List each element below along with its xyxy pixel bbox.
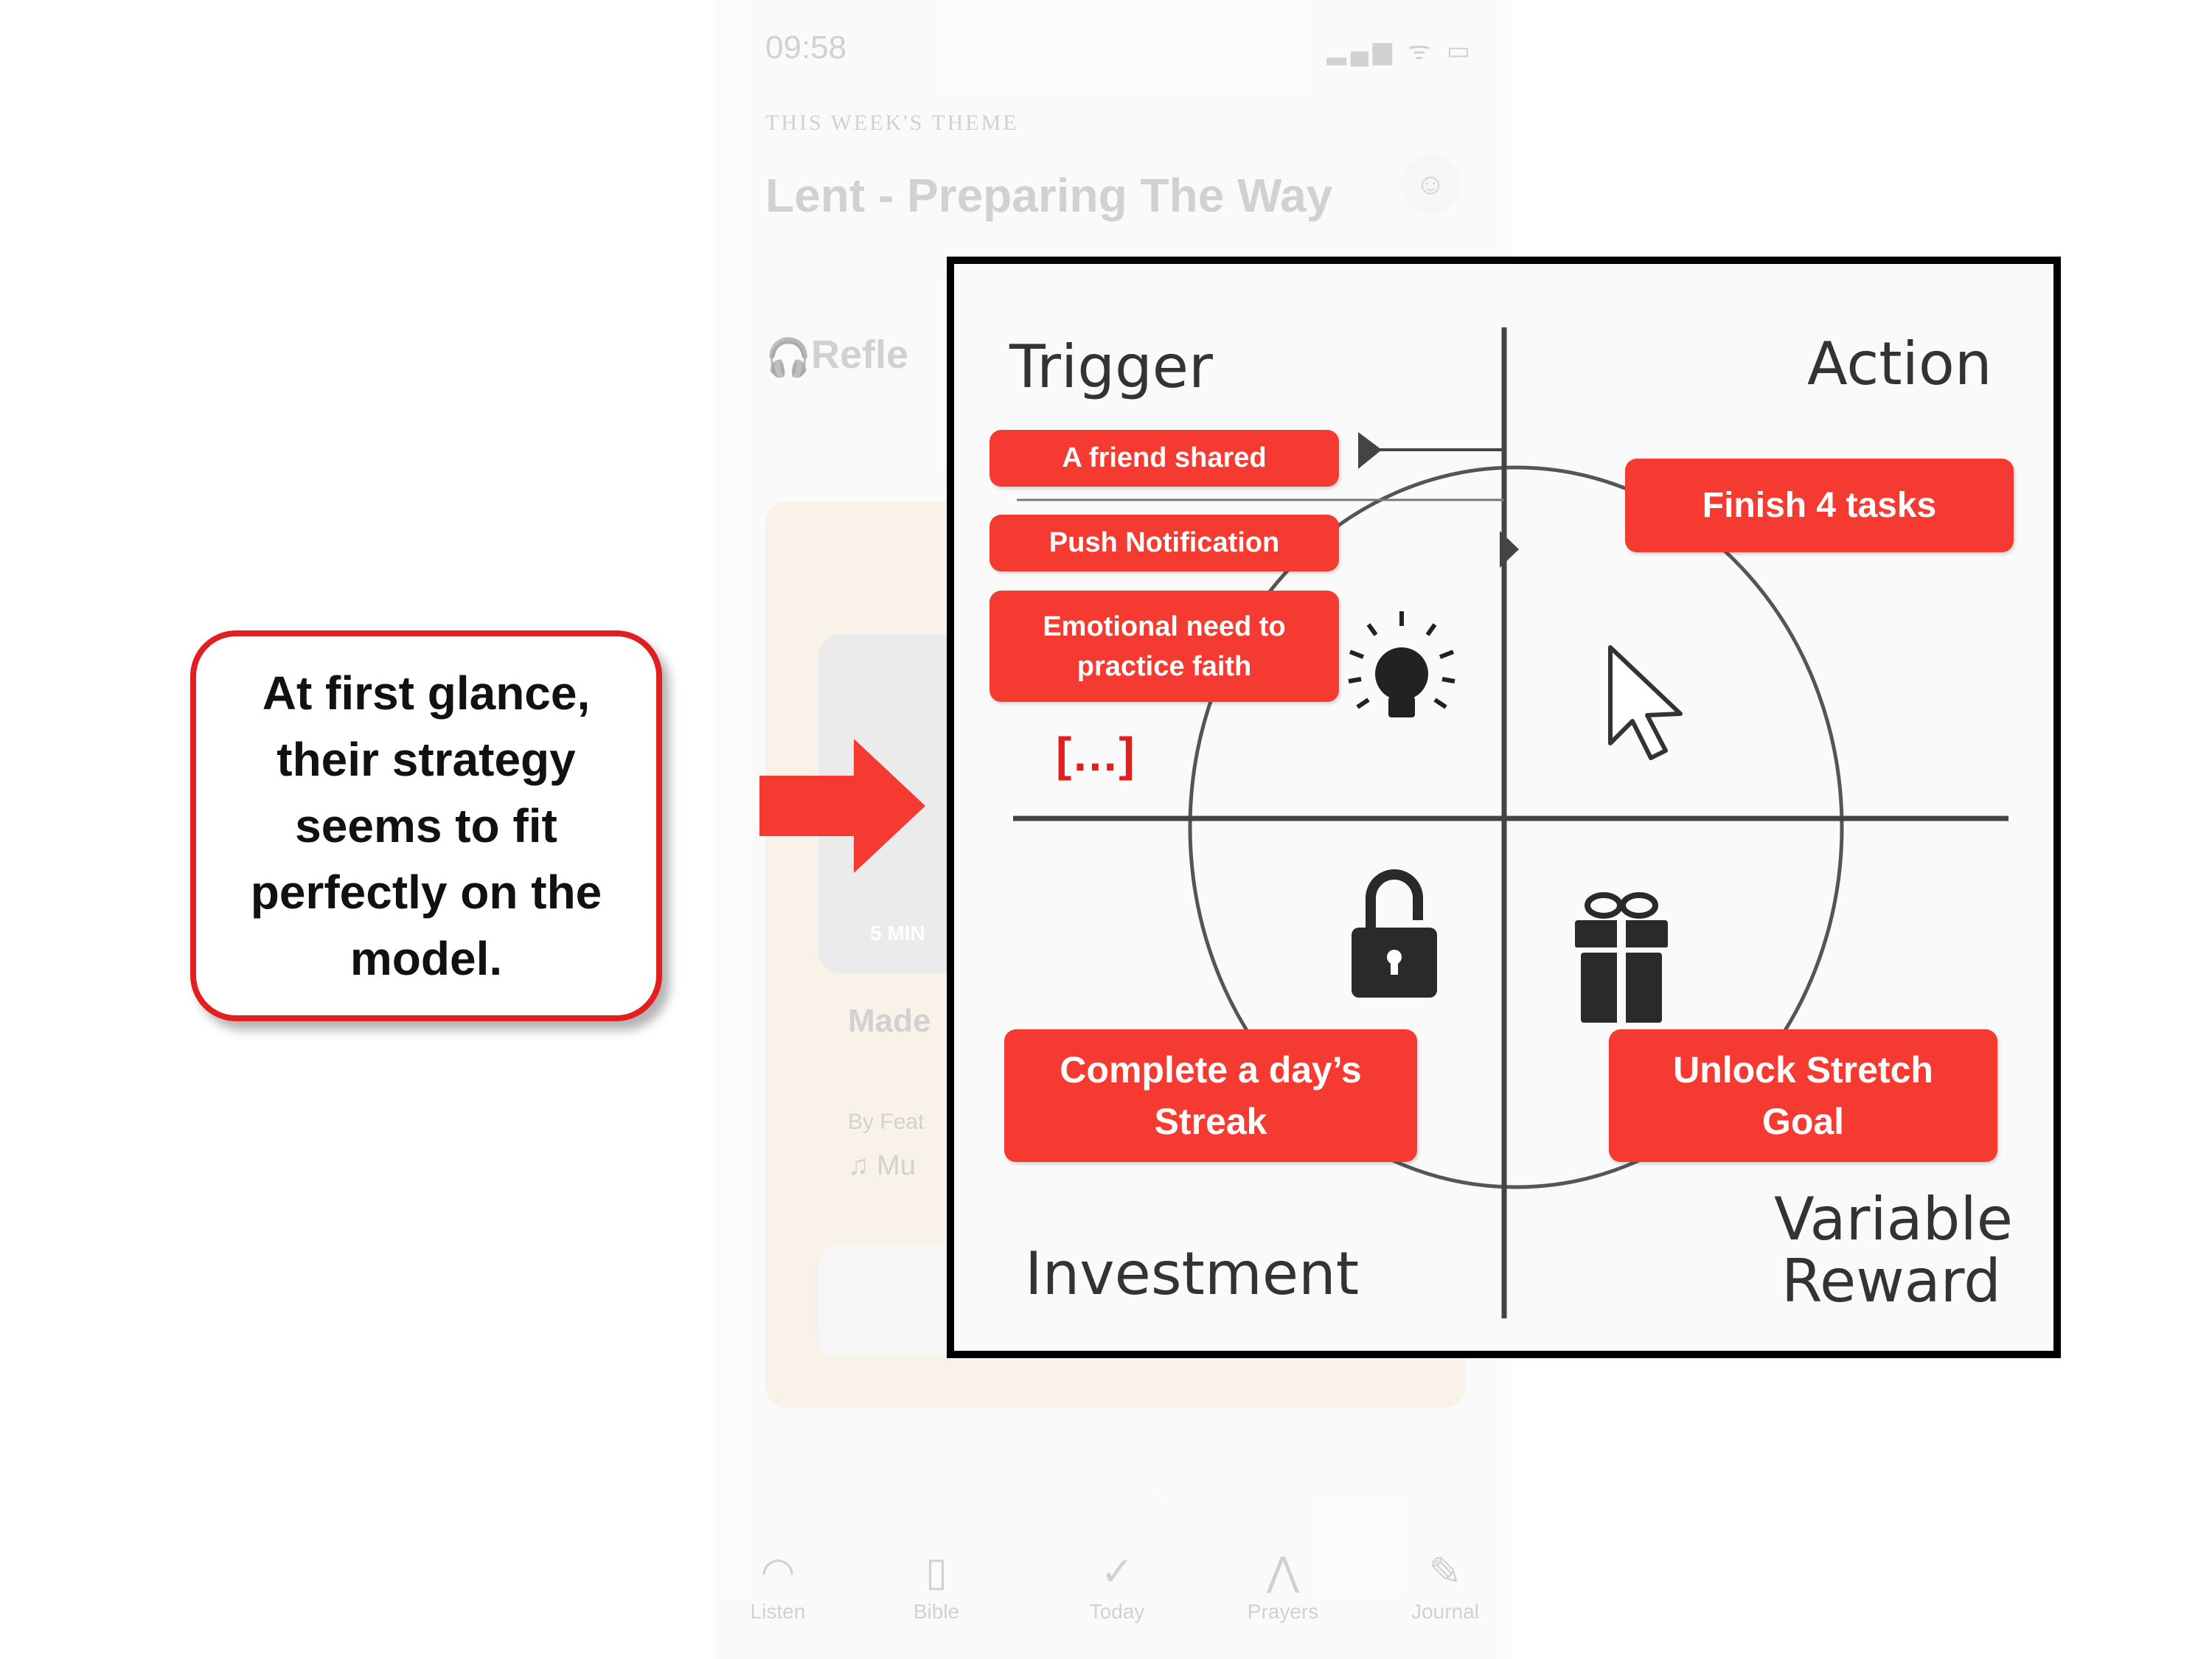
- session-title: Made: [848, 1003, 931, 1039]
- check-circle-icon[interactable]: ✓: [1100, 1550, 1134, 1594]
- session-byline: By Feat: [848, 1110, 925, 1134]
- action-box: Finish 4 tasks: [1625, 459, 2014, 552]
- reward-box: Unlock Stretch Goal: [1609, 1029, 1997, 1162]
- status-time: 09:58: [765, 29, 847, 66]
- hook-model-diagram: Trigger Action Investment Variable Rewar…: [947, 257, 2061, 1358]
- week-theme-label: THIS WEEK'S THEME: [765, 111, 1019, 135]
- callout-box: At first glance, their strategy seems to…: [190, 630, 662, 1021]
- investment-label: Investment: [1025, 1239, 1360, 1308]
- variable-reward-label-line2: Reward: [1781, 1247, 2001, 1315]
- lightbulb-icon: [1348, 611, 1455, 717]
- callout-text: At first glance, their strategy seems to…: [250, 667, 602, 985]
- trigger-box-emotional-need: Emotional need to practice faith: [990, 591, 1339, 702]
- headphones-icon[interactable]: ◠: [760, 1550, 796, 1594]
- cycle-circle: [1188, 465, 1844, 1189]
- trigger-box-friend-shared: A friend shared: [990, 430, 1339, 487]
- tab-listen[interactable]: Listen: [750, 1600, 806, 1623]
- gift-icon: [1575, 892, 1668, 1023]
- app-theme-title: Lent - Preparing The Way: [765, 169, 1333, 222]
- padlock-icon: [1352, 869, 1437, 998]
- tab-prayers[interactable]: Prayers: [1247, 1600, 1319, 1623]
- praying-hands-icon[interactable]: ⋀: [1266, 1550, 1300, 1594]
- tab-bar: ◠ Listen ▯ Bible ✓ Today ⋀ Prayers ✎ Jou…: [715, 1482, 1512, 1659]
- red-arrow-icon: [759, 739, 925, 873]
- trigger-label: Trigger: [1009, 333, 1213, 401]
- action-label: Action: [1807, 330, 1992, 398]
- variable-reward-label-line1: Variable: [1774, 1185, 2013, 1253]
- arrowhead-icon: [1500, 531, 1519, 568]
- status-icons: ▂▄▆ ᯤ ▭: [1326, 37, 1475, 65]
- feather-icon[interactable]: ✎: [1428, 1550, 1462, 1594]
- tab-bible[interactable]: Bible: [913, 1600, 960, 1623]
- tab-today[interactable]: Today: [1089, 1600, 1145, 1623]
- today-tab-highlight: [1062, 1482, 1172, 1593]
- duration-badge: 5 MIN: [870, 922, 925, 945]
- ellipsis-label: […]: [1056, 728, 1135, 781]
- book-icon[interactable]: ▯: [925, 1550, 947, 1594]
- trigger-box-push-notification: Push Notification: [990, 515, 1339, 571]
- reflection-row-label[interactable]: Refle: [811, 333, 909, 377]
- investment-box: Complete a day’s Streak: [1004, 1029, 1417, 1162]
- headphones-icon: 🎧: [765, 337, 812, 378]
- tab-journal[interactable]: Journal: [1411, 1600, 1479, 1623]
- cursor-icon: [1608, 645, 1683, 760]
- profile-icon[interactable]: ☺: [1401, 155, 1460, 214]
- arrowhead-icon: [1358, 432, 1382, 469]
- diagram-lines: [1013, 327, 2008, 1318]
- session-music: ♫ Mu: [848, 1150, 916, 1181]
